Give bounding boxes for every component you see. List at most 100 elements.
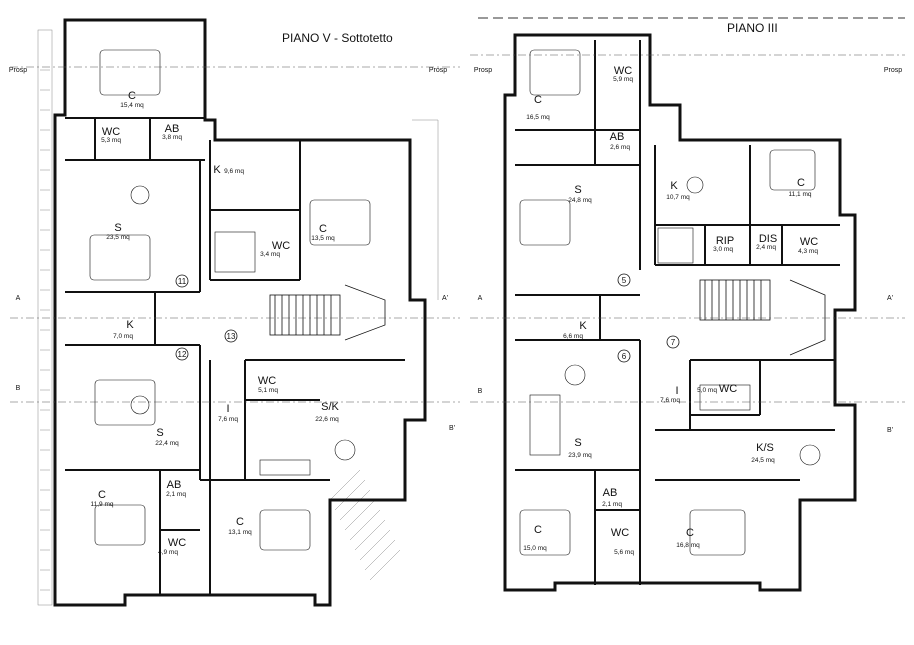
room-area: 4,3 mq <box>798 248 818 255</box>
room-area: 5,3 mq <box>101 137 121 144</box>
room-label: WC <box>272 240 290 252</box>
room-label: S <box>156 427 163 439</box>
prosp-label-left: Prosp <box>474 67 492 74</box>
room-area: 16,5 mq <box>526 114 550 121</box>
room-label: WC <box>800 236 818 248</box>
stair-number: 12 <box>178 350 187 359</box>
room-area: 13,1 mq <box>228 529 252 536</box>
room-label: K <box>213 164 221 176</box>
room-area: 5,0 mq <box>697 387 717 394</box>
stair-number-circle <box>175 274 189 288</box>
room-label: C <box>319 223 327 235</box>
section-lines <box>470 54 905 403</box>
section-marker: A' <box>887 295 893 302</box>
room-area: 2,1 mq <box>602 501 622 508</box>
room-label: DIS <box>759 233 777 245</box>
room-label: WC <box>102 126 120 138</box>
room-area: 15,4 mq <box>120 102 144 109</box>
section-marker: A <box>16 295 21 302</box>
stair-number-circle <box>617 349 631 363</box>
room-label: K/S <box>756 442 774 454</box>
room-area: 5,6 mq <box>614 549 634 556</box>
prosp-label-left: Prosp <box>9 67 27 74</box>
room-label: WC <box>719 383 737 395</box>
stair-number-circle <box>175 347 189 361</box>
section-marker: A <box>478 295 483 302</box>
room-label: K <box>579 320 587 332</box>
room-area: 6,6 mq <box>563 333 583 340</box>
section-marker: A' <box>442 295 448 302</box>
room-area: 2,1 mq <box>166 491 186 498</box>
room-label: I <box>675 385 678 397</box>
room-label: AB <box>167 479 182 491</box>
roof-hatching <box>37 29 439 606</box>
room-area: 7,0 mq <box>113 333 133 340</box>
stair-number: 13 <box>227 332 236 341</box>
outer-walls <box>53 18 427 607</box>
room-label: RIP <box>716 235 734 247</box>
stair-number-circle <box>224 329 238 343</box>
room-area: 22,6 mq <box>315 416 339 423</box>
room-area: 7,6 mq <box>218 416 238 423</box>
room-label: S <box>574 184 581 196</box>
room-area: 5,9 mq <box>613 76 633 83</box>
room-label: K <box>126 319 134 331</box>
room-area: 11,9 mq <box>90 501 113 508</box>
room-area: 15,0 mq <box>523 545 547 552</box>
room-label: C <box>128 90 136 102</box>
room-label: C <box>534 94 542 106</box>
room-area: 23,9 mq <box>568 452 592 459</box>
furniture <box>519 49 821 556</box>
room-area: 5,1 mq <box>258 387 278 394</box>
room-area: 22,4 mq <box>155 440 179 447</box>
room-label: WC <box>611 527 629 539</box>
outer-walls <box>503 33 857 592</box>
room-area: 2,4 mq <box>756 244 776 251</box>
interior-walls <box>65 117 410 595</box>
room-label: C <box>236 516 244 528</box>
prosp-label-right: Prosp <box>429 67 447 74</box>
room-area: 3,8 mq <box>162 134 182 141</box>
room-label: C <box>98 489 106 501</box>
stair-number: 6 <box>622 352 627 361</box>
room-area: 7,6 mq <box>660 397 680 404</box>
room-label: AB <box>610 131 625 143</box>
prosp-label-right: Prosp <box>884 67 902 74</box>
room-area: 3,4 mq <box>260 251 280 258</box>
stair-core <box>269 284 386 341</box>
room-label: I <box>226 403 229 415</box>
stair-core <box>699 279 826 356</box>
room-area: 2,6 mq <box>610 144 630 151</box>
section-marker: B <box>16 385 21 392</box>
room-label: WC <box>614 65 632 77</box>
section-marker: B' <box>449 425 455 432</box>
stair-number: 11 <box>178 277 187 286</box>
room-label: WC <box>258 375 276 387</box>
stair-number-circle <box>666 335 680 349</box>
room-area: 11,1 mq <box>788 191 811 198</box>
room-area: 23,5 mq <box>106 234 130 241</box>
furniture <box>89 49 371 551</box>
section-marker: B <box>478 388 483 395</box>
room-area: 16,8 mq <box>676 542 700 549</box>
room-label: C <box>797 177 805 189</box>
stair-number-circle <box>617 273 631 287</box>
plan-piano-v <box>10 18 460 607</box>
plan-title: PIANO V - Sottotetto <box>282 31 393 45</box>
plan-piano-iii <box>470 17 905 592</box>
room-label: C <box>534 524 542 536</box>
room-label: AB <box>165 123 180 135</box>
room-area: 24,8 mq <box>568 197 592 204</box>
section-marker: B' <box>887 427 893 434</box>
room-label: C <box>686 527 694 539</box>
room-area: 9,6 mq <box>224 168 244 175</box>
interior-walls <box>515 40 840 585</box>
room-label: WC <box>168 537 186 549</box>
room-label: AB <box>603 487 618 499</box>
room-area: 13,5 mq <box>311 235 335 242</box>
section-lines <box>10 66 460 403</box>
stair-number: 7 <box>671 338 676 347</box>
room-label: S <box>114 222 121 234</box>
room-label: S/K <box>321 401 339 413</box>
